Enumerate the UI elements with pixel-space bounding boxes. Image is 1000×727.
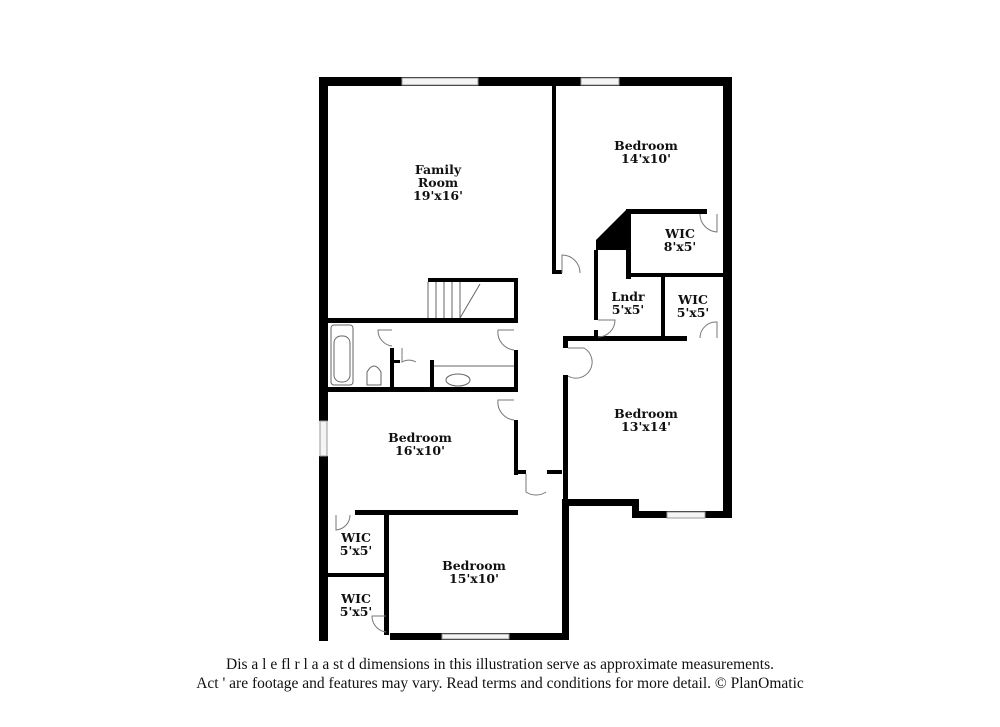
room-label-bedroom-3: Bedroom 16'x10' [388,430,452,458]
room-label-wic-lower-left: WIC 5'x5' [339,591,373,619]
room-label-laundry: Lndr 5'x5' [611,289,645,317]
disclaimer-line-1: Dis a l e fl r l a a st d dimensions in … [226,656,774,673]
room-label-bedroom-4: Bedroom 15'x10' [442,558,506,586]
room-label-wic-upper-left: WIC 5'x5' [339,530,373,558]
disclaimer-line-2: Act ' are footage and features may vary.… [196,675,804,692]
room-label-wic-8x5: WIC 8'x5' [663,226,697,254]
room-label-family-room: Family Room 19'x16' [413,162,463,203]
room-label-bedroom-1: Bedroom 14'x10' [614,138,678,166]
room-label-bedroom-2: Bedroom 13'x14' [614,406,678,434]
room-label-wic-laundry-side: WIC 5'x5' [676,292,710,320]
